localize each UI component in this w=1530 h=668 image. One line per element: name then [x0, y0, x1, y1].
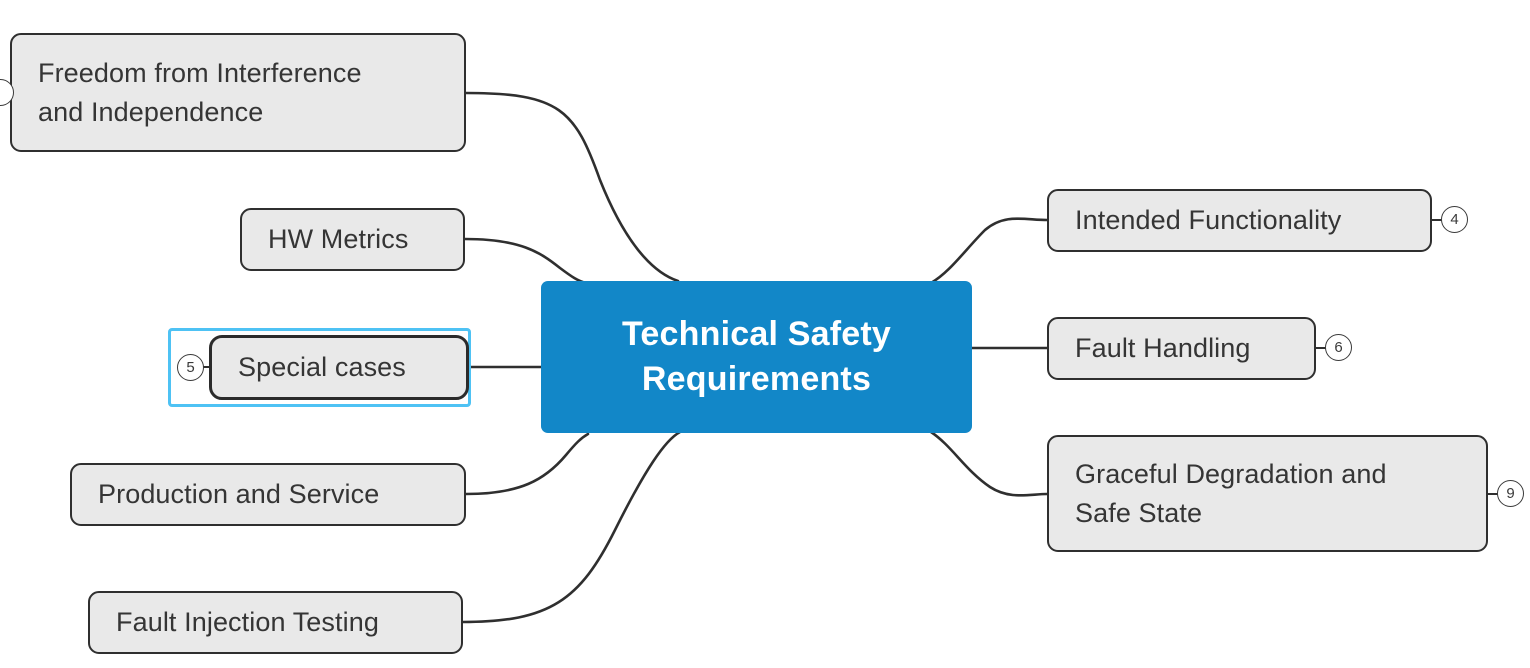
node-label-production-and-service: Production and Service [98, 479, 380, 510]
badge-fault-handling[interactable]: 6 [1325, 334, 1352, 361]
badge-label-fault-handling: 6 [1334, 339, 1343, 356]
node-freedom-from-interference[interactable]: Freedom from Interference and Independen… [10, 33, 466, 152]
badge-label-intended-functionality: 4 [1450, 211, 1459, 228]
edge-intended-functionality [929, 217, 1049, 285]
badge-graceful-degradation[interactable]: 9 [1497, 480, 1524, 507]
node-label-hw-metrics: HW Metrics [268, 224, 409, 255]
edge-graceful-degradation [929, 430, 1049, 497]
node-label-fault-handling: Fault Handling [1075, 333, 1251, 364]
node-special-cases[interactable]: Special cases [209, 335, 469, 400]
badge-stub-fault [1316, 347, 1330, 350]
badge-stub-intended [1432, 219, 1446, 222]
node-graceful-degradation[interactable]: Graceful Degradation and Safe State [1047, 435, 1488, 552]
edge-hw-metrics [463, 237, 588, 285]
node-label-freedom-from-interference: Freedom from Interference and Independen… [38, 58, 362, 127]
node-intended-functionality[interactable]: Intended Functionality [1047, 189, 1432, 252]
edge-production-and-service [464, 432, 590, 496]
node-hw-metrics[interactable]: HW Metrics [240, 208, 465, 271]
badge-special-cases[interactable]: 5 [177, 354, 204, 381]
node-fault-injection-testing[interactable]: Fault Injection Testing [88, 591, 463, 654]
root-node[interactable]: Technical Safety Requirements [541, 281, 972, 433]
node-label-intended-functionality: Intended Functionality [1075, 205, 1342, 236]
root-node-label: Technical Safety Requirements [621, 315, 891, 398]
badge-stub-graceful [1488, 493, 1502, 496]
node-fault-handling[interactable]: Fault Handling [1047, 317, 1316, 380]
badge-label-graceful-degradation: 9 [1506, 485, 1515, 502]
node-label-fault-injection-testing: Fault Injection Testing [116, 607, 379, 638]
edge-fault-injection-testing [461, 430, 682, 624]
node-label-graceful-degradation: Graceful Degradation and Safe State [1075, 459, 1387, 528]
node-production-and-service[interactable]: Production and Service [70, 463, 466, 526]
badge-intended-functionality[interactable]: 4 [1441, 206, 1468, 233]
node-label-special-cases: Special cases [238, 352, 406, 383]
edge-freedom-from-interference [464, 91, 680, 283]
badge-label-special-cases: 5 [186, 359, 195, 376]
